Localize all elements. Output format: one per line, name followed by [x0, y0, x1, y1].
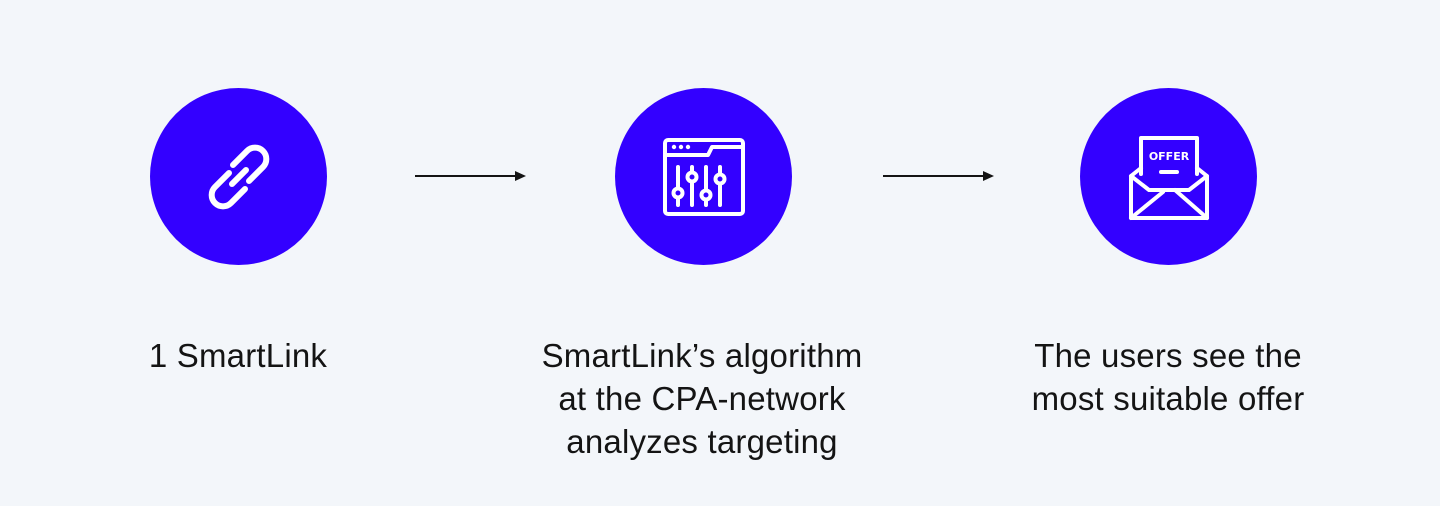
step-2-circle: [615, 88, 792, 265]
step-1-circle: [150, 88, 327, 265]
step-3-circle: OFFER: [1080, 88, 1257, 265]
step-3-caption: The users see the most suitable offer: [938, 334, 1398, 420]
offer-text: OFFER: [1148, 150, 1189, 163]
caption-line: SmartLink’s algorithm: [541, 337, 863, 374]
caption-line: The users see the: [1034, 337, 1302, 374]
link-icon: [208, 144, 269, 209]
caption-line: analyzes targeting: [566, 423, 838, 460]
algorithm-settings-icon: [662, 137, 745, 216]
caption-line: most suitable offer: [1031, 380, 1305, 417]
flow-arrow-2: [883, 171, 994, 181]
step-2-caption: SmartLink’s algorithm at the CPA-network…: [472, 334, 932, 463]
offer-envelope-icon: OFFER: [1128, 135, 1209, 220]
step-1-caption: 1 SmartLink: [8, 334, 468, 377]
flow-arrow-1: [415, 171, 526, 181]
caption-line: at the CPA-network: [558, 380, 846, 417]
caption-line: 1 SmartLink: [148, 337, 328, 374]
